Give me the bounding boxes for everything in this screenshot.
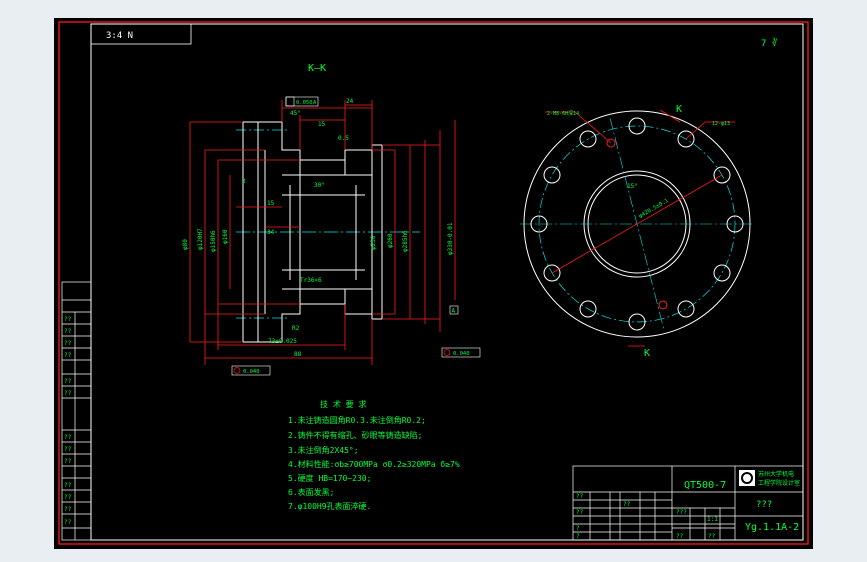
flange-dimension-lines <box>545 109 735 347</box>
reg-cell: ?? <box>64 434 72 441</box>
dim-73: 73±0.025 <box>268 338 297 345</box>
title-cell: ??? <box>676 509 687 516</box>
reg-cell: ?? <box>64 378 72 385</box>
datum-a-marker: A <box>449 305 459 315</box>
note-line: 7.φ100H9孔表面淬硬. <box>288 501 371 511</box>
title-cell: ?? <box>623 501 631 508</box>
perpendicularity-frame: 0.050 A <box>285 96 319 107</box>
reg-cell: ?? <box>64 519 72 526</box>
section-dimension-lines <box>189 100 456 365</box>
dim-thread: Tr36×6 <box>300 277 322 284</box>
reg-cell: ?? <box>64 390 72 397</box>
note-line: 1.未注铸造圆角R0.3.未注倒角R0.2; <box>288 415 426 425</box>
roughness-symbol: 7 ∛ <box>761 37 777 49</box>
runout-bottom-value: 0.040 <box>243 369 260 375</box>
dim-45a: 45° <box>290 110 301 117</box>
left-register-strip <box>61 281 92 541</box>
dim-05: 0.5 <box>338 135 349 142</box>
section-k-bottom: K <box>644 348 650 359</box>
dim-phi-mid2: φ230 <box>370 235 377 250</box>
dim-phi-mid1: φ160 <box>222 229 229 244</box>
datum-a-label: A <box>452 308 456 315</box>
note-line: 2.铸件不得有缩孔、砂眼等铸造缺陷; <box>288 430 422 440</box>
dim-phi80: φ80 <box>182 239 189 250</box>
dim-15x: 15 <box>267 200 275 207</box>
flange-bolt-holes <box>530 117 744 331</box>
title-drawing-no: Yg.1.1A-2 <box>745 522 799 533</box>
dim-phi-left2: φ150h6 <box>210 230 217 252</box>
reg-cell: ?? <box>64 446 72 453</box>
title-scale: 1:1 <box>707 516 718 523</box>
dim-phi-right1: φ260 <box>387 233 394 248</box>
title-cell: ?? <box>576 493 584 500</box>
runout-frame-bottom: 0.040 <box>231 365 271 376</box>
reg-cell: ?? <box>64 506 72 513</box>
perp-value: 0.050 <box>296 100 313 106</box>
title-block-grid <box>572 465 804 541</box>
company-line1: 苏州大学机电 <box>758 470 794 478</box>
corner-label: 3:4 N <box>106 31 133 41</box>
title-cell: ?? <box>708 533 716 540</box>
dim-r2: R2 <box>292 325 300 332</box>
note-line: 4.材料性能:σb≥700MPa σ0.2≥320MPa δ≥7% <box>288 459 460 469</box>
outer-border <box>58 21 809 545</box>
title-part-name: ??? <box>756 500 772 510</box>
dim-3: 3 <box>242 178 246 185</box>
flange-angle: 15° <box>627 183 638 190</box>
dim-34: 34 <box>267 229 275 236</box>
company-logo <box>739 470 755 486</box>
hole-note-left: 2-M8-6H深14 <box>547 110 579 117</box>
dim-phi-left1: φ120H7 <box>197 228 204 250</box>
dim-24: 24 <box>346 98 354 105</box>
title-cell: ?? <box>676 533 684 540</box>
dim-phi-right3: φ330-0.01 <box>447 222 454 255</box>
runout-frame-right: 0.040 <box>441 347 481 358</box>
reg-cell: ?? <box>64 494 72 501</box>
perp-datum: A <box>313 100 317 106</box>
note-line: 6.表面发黑; <box>288 487 334 497</box>
note-line: 3.未注倒角2X45°; <box>288 445 359 455</box>
technical-notes: 技 术 要 求 1.未注铸造圆角R0.3.未注倒角R0.2; 2.铸件不得有缩孔… <box>288 399 460 511</box>
reg-cell: ?? <box>64 352 72 359</box>
title-material: QT500-7 <box>684 480 726 491</box>
company-line2: 工程学院设计室 <box>758 479 800 487</box>
corner-label-box <box>90 23 192 45</box>
reg-cell: ?? <box>64 482 72 489</box>
drawing-background <box>54 18 813 549</box>
hole-note-right: 12-φ13 <box>712 121 730 127</box>
title-cell: ? <box>576 533 580 540</box>
dim-30: 30° <box>314 182 325 189</box>
title-cell: ? <box>576 525 580 532</box>
dim-88: 88 <box>294 351 302 358</box>
title-cell: ?? <box>576 509 584 516</box>
reg-cell: ?? <box>64 458 72 465</box>
roughness-label: 7 ∛ <box>761 37 777 49</box>
reg-cell: ?? <box>64 328 72 335</box>
section-k-top: K <box>676 104 682 115</box>
notes-title: 技 术 要 求 <box>320 399 366 409</box>
dim-15: 15 <box>318 121 326 128</box>
runout-right-value: 0.040 <box>453 351 470 357</box>
view-label-kk: K—K <box>308 63 326 74</box>
left-register-labels: ?? ?? ?? ?? ?? ?? ?? ?? ?? ?? ?? ?? ?? <box>64 316 72 526</box>
reg-cell: ?? <box>64 316 72 323</box>
part-section-outline <box>242 121 383 343</box>
dim-phi-right2: φ285h6 <box>402 230 409 252</box>
reg-cell: ?? <box>64 340 72 347</box>
note-line: 5.硬度 HB=170~230; <box>288 473 371 483</box>
